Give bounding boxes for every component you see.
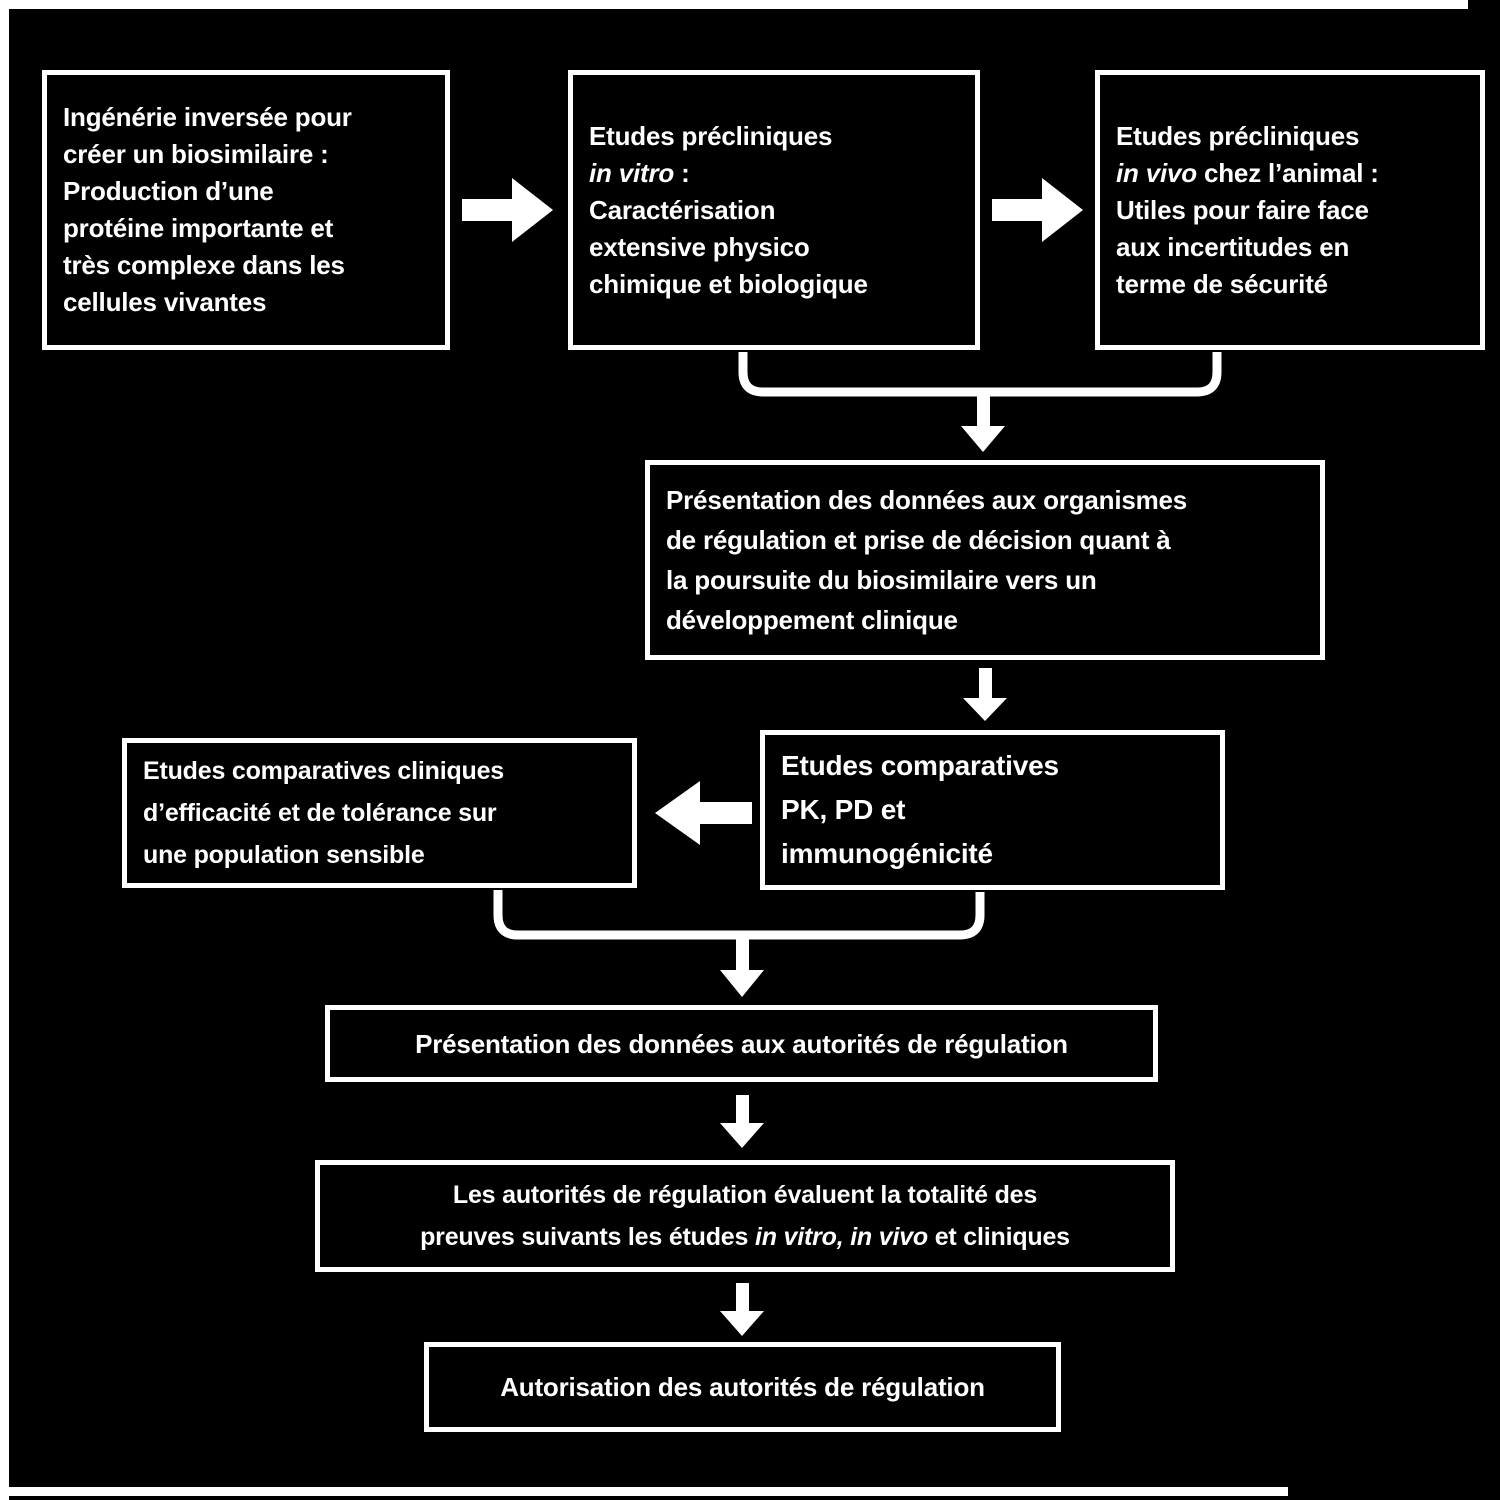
- box-text-line: in vitro :: [589, 157, 690, 188]
- frame-edge-left: [0, 0, 9, 1500]
- frame-edge-top: [0, 0, 1468, 9]
- box-text-line: très complexe dans les: [63, 250, 345, 280]
- box-text-line: preuves suivants les études in vitro, in…: [420, 1223, 1070, 1251]
- box-text-line: Etudes précliniques: [589, 120, 833, 151]
- arrow-down-icon: [963, 668, 1007, 721]
- box-text-line: de régulation et prise de décision quant…: [666, 525, 1171, 555]
- box-comparative-clinical: Etudes comparatives cliniques d’efficacit…: [122, 738, 637, 888]
- frame-edge-bottom: [0, 1487, 1288, 1496]
- box-text-line: Caractérisation: [589, 194, 776, 225]
- box-regulatory-decision: Présentation des données aux organismes d…: [645, 460, 1325, 660]
- box-preclinical-in-vitro: Etudes précliniques in vitro : Caractérisa…: [568, 70, 980, 350]
- box-authorities-evaluation: Les autorités de régulation évaluent la …: [315, 1160, 1175, 1272]
- arrow-right-icon: [992, 178, 1083, 242]
- box-text-line: Présentation des données aux organismes: [666, 485, 1188, 515]
- box-text-line: terme de sécurité: [1116, 268, 1328, 299]
- box-text-line: Etudes comparatives: [781, 750, 1059, 781]
- box-text-line: Présentation des données aux autorités d…: [415, 1028, 1068, 1059]
- box-text-line: Ingénérie inversée pour: [63, 102, 352, 132]
- box-text-line: in vivo chez l’animal :: [1116, 157, 1379, 188]
- box-text-line: cellules vivantes: [63, 287, 267, 317]
- arrow-down-icon: [720, 938, 764, 997]
- box-data-to-authorities: Présentation des données aux autorités d…: [325, 1005, 1158, 1082]
- box-text-line: aux incertitudes en: [1116, 231, 1350, 262]
- box-preclinical-in-vivo: Etudes précliniques in vivo chez l’animal…: [1095, 70, 1485, 350]
- box-text-line: Etudes comparatives cliniques: [143, 757, 504, 785]
- box-reverse-engineering: Ingénérie inversée pour créer un biosimil…: [42, 70, 450, 350]
- arrow-left-icon: [655, 781, 752, 845]
- box-text-line: chimique et biologique: [589, 268, 868, 299]
- box-text-line: Etudes précliniques: [1116, 120, 1360, 151]
- arrow-down-icon: [961, 394, 1005, 452]
- box-text-line: développement clinique: [666, 605, 958, 635]
- box-text-line: Les autorités de régulation évaluent la …: [452, 1181, 1038, 1209]
- box-text-line: Production d’une: [63, 176, 274, 206]
- box-text-line: créer un biosimilaire :: [63, 139, 329, 169]
- box-text-line: protéine importante et: [63, 213, 334, 243]
- arrow-down-icon: [720, 1095, 764, 1148]
- merge-bracket-icon: [493, 890, 985, 940]
- box-text-line: extensive physico: [589, 231, 810, 262]
- arrow-right-icon: [462, 178, 553, 242]
- box-text-line: immunogénicité: [781, 838, 993, 869]
- box-text-line: Autorisation des autorités de régulation: [500, 1372, 985, 1402]
- box-text-line: la poursuite du biosimilaire vers un: [666, 565, 1097, 595]
- box-authorization: Autorisation des autorités de régulation: [424, 1342, 1061, 1432]
- box-text-line: PK, PD et: [781, 794, 906, 825]
- box-text-line: d’efficacité et de tolérance sur: [143, 799, 497, 827]
- arrow-down-icon: [720, 1283, 764, 1336]
- box-text-line: une population sensible: [143, 841, 425, 869]
- box-text-line: Utiles pour faire face: [1116, 194, 1369, 225]
- merge-bracket-icon: [738, 352, 1222, 397]
